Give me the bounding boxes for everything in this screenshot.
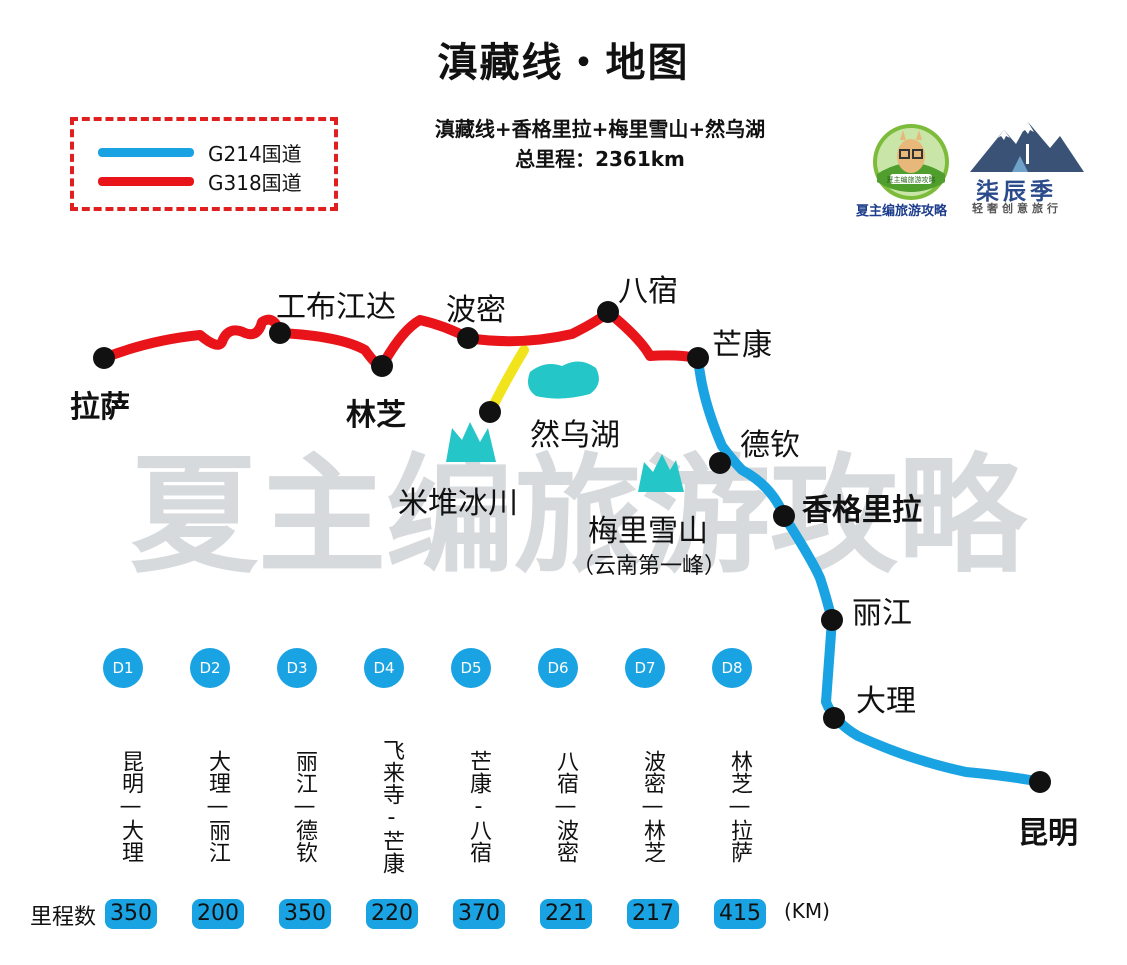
place-label-linzhi: 林芝 xyxy=(346,398,406,433)
logo1-caption: 夏主编旅游攻略 xyxy=(856,204,948,219)
stop-dot-deqin xyxy=(709,452,731,474)
midui-glacier-icon xyxy=(446,422,496,462)
day-badge: D2 xyxy=(190,648,230,688)
brand-logo-xia: 夏主编旅游攻略 夏主编旅游攻略 xyxy=(856,122,966,219)
stop-dot-kunming xyxy=(1029,771,1051,793)
stop-dot-lijiang xyxy=(821,609,843,631)
alpaca-badge-icon: 夏主编旅游攻略 xyxy=(873,124,949,200)
place-label-lijiang: 丽江 xyxy=(852,596,912,631)
place-label-midui: 米堆冰川 xyxy=(398,486,518,521)
legend-label-g318: G318国道 xyxy=(208,171,302,195)
mileage-value: 350 xyxy=(279,899,331,929)
place-label-mangkang: 芒康 xyxy=(712,328,772,363)
place-label-kunming: 昆明 xyxy=(1018,816,1078,851)
stop-dot-midui xyxy=(479,401,501,423)
place-label-gongbu: 工布江达 xyxy=(276,290,396,325)
day-badge: D5 xyxy=(451,648,491,688)
ranwu-lake-icon xyxy=(528,361,599,399)
stop-dot-linzhi xyxy=(371,355,393,377)
page-title: 滇藏线・地图 xyxy=(437,40,690,86)
day-route-text: 昆明—大理 xyxy=(118,749,143,863)
logo2-title: 柒辰季 xyxy=(976,179,1057,205)
stop-dot-mangkang xyxy=(687,347,709,369)
day-route-text: 林芝—拉萨 xyxy=(727,749,752,863)
stop-dot-dali xyxy=(823,707,845,729)
place-label-meili: 梅里雪山 xyxy=(588,514,708,549)
mileage-value: 200 xyxy=(192,899,244,929)
mountain-logo-icon xyxy=(970,122,1084,172)
place-label-meili-note: （云南第一峰） xyxy=(572,554,727,579)
subtitle-distance: 总里程：2361km xyxy=(515,147,685,171)
mileage-label: 里程数 xyxy=(30,905,97,930)
place-label-lasa: 拉萨 xyxy=(70,390,130,425)
logo2-caption: 轻奢创意旅行 xyxy=(972,202,1062,215)
map-legend: G214国道 G318国道 xyxy=(70,117,338,211)
stop-dot-xianggelila xyxy=(773,505,795,527)
mileage-value: 217 xyxy=(627,899,679,929)
meili-mountain-icon xyxy=(638,454,684,492)
stop-dot-lasa xyxy=(93,347,115,369)
legend-label-g214: G214国道 xyxy=(208,142,302,166)
day-route-text: 丽江—德钦 xyxy=(292,749,317,863)
watermark-text: 夏主编旅游攻略 xyxy=(130,442,1028,591)
mileage-value: 350 xyxy=(105,899,157,929)
mileage-value: 415 xyxy=(714,899,766,929)
day-badge: D4 xyxy=(364,648,404,688)
day-route-text: 大理—丽江 xyxy=(205,749,230,863)
mileage-value: 221 xyxy=(540,899,592,929)
day-badge: D7 xyxy=(625,648,665,688)
route-subtitle: 滇藏线+香格里拉+梅里雪山+然乌湖 总里程：2361km xyxy=(300,114,900,174)
mileage-value: 370 xyxy=(453,899,505,929)
mileage-unit: (KM) xyxy=(784,899,830,923)
day-badge: D6 xyxy=(538,648,578,688)
place-label-ranwuhu: 然乌湖 xyxy=(530,418,620,453)
day-route-text: 芒康-八宿 xyxy=(466,749,491,863)
g214-route-line xyxy=(693,353,1045,787)
day-route-text: 八宿—波密 xyxy=(553,749,578,863)
day-route-text: 飞来寺-芒康 xyxy=(379,738,404,874)
place-label-deqin: 德钦 xyxy=(740,428,800,463)
place-label-dali: 大理 xyxy=(856,684,916,719)
place-label-basu: 八宿 xyxy=(618,274,678,309)
stop-dot-basu xyxy=(597,301,619,323)
place-label-bomi: 波密 xyxy=(446,293,506,328)
legend-line-g214 xyxy=(98,148,194,157)
stop-dot-gongbu xyxy=(269,322,291,344)
place-label-xianggelila: 香格里拉 xyxy=(802,493,922,528)
legend-line-g318 xyxy=(98,177,194,186)
subtitle-route: 滇藏线+香格里拉+梅里雪山+然乌湖 xyxy=(434,117,766,141)
brand-logo-qichenji: 柒辰季 轻奢创意旅行 xyxy=(968,118,1086,218)
stop-dot-bomi xyxy=(457,327,479,349)
day-badge: D3 xyxy=(277,648,317,688)
logo1-badge-text: 夏主编旅游攻略 xyxy=(887,175,936,184)
day-badge: D1 xyxy=(103,648,143,688)
mileage-value: 220 xyxy=(366,899,418,929)
route-stops xyxy=(93,301,1051,793)
day-badge: D8 xyxy=(712,648,752,688)
day-route-text: 波密—林芝 xyxy=(640,749,665,863)
